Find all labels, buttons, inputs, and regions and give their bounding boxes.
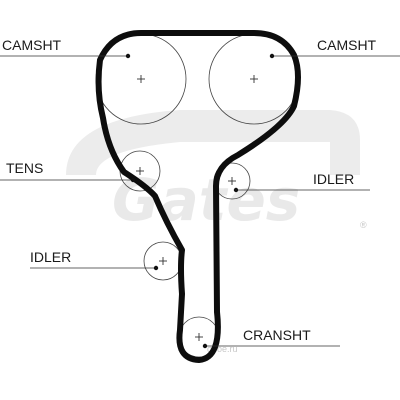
leader-camshaft-right: [269, 53, 400, 59]
label-idler-right: IDLER: [313, 171, 354, 187]
label-camshaft-right: CAMSHT: [317, 37, 377, 53]
leader-idler-right: [233, 187, 370, 193]
brand-watermark: Gates ® oboe.ru: [66, 110, 367, 354]
watermark-site-text: oboe.ru: [207, 344, 238, 354]
watermark-registered-mark: ®: [360, 220, 367, 230]
idler-pulley-left: [143, 241, 183, 281]
watermark-brand-text: Gates: [112, 166, 300, 234]
label-camshaft-left: CAMSHT: [2, 37, 62, 53]
watermark-swoosh: [66, 110, 360, 175]
timing-belt: [95, 30, 301, 363]
leader-camshaft-left: [0, 53, 131, 59]
leader-tensioner: [0, 177, 136, 183]
label-idler-left: IDLER: [30, 249, 71, 265]
label-crankshaft: CRANSHT: [243, 327, 311, 343]
leader-idler-left: [30, 265, 159, 271]
leader-crankshaft: [202, 343, 340, 349]
label-tensioner: TENS: [6, 160, 43, 176]
